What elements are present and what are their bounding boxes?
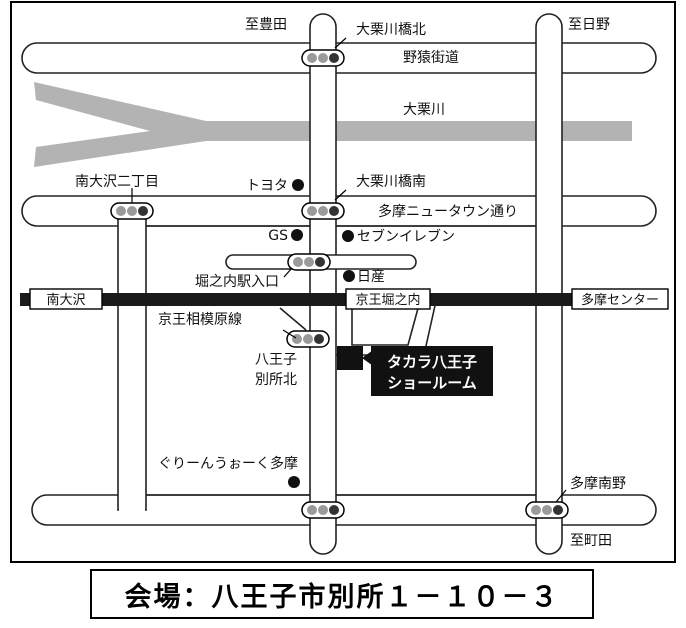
signal-icon (301, 49, 345, 67)
road-left-vertical (117, 209, 147, 511)
signal-icon (301, 202, 345, 220)
station-tama-center: 多摩センター (571, 288, 669, 310)
landmark-greenwalk-label: ぐりーんうぉーく多摩 (158, 455, 298, 472)
station-minami-osawa: 南大沢 (29, 288, 103, 310)
direction-toyoda-label: 至豊田 (245, 17, 287, 33)
intersection-ookurigawa-minami-label: 大栗川橋南 (356, 174, 426, 190)
nissan-marker-icon (343, 270, 355, 282)
road-main-vertical (309, 13, 337, 555)
venue-address-text: 会場：八王子市別所１－１０－３ (124, 581, 560, 613)
intersection-bessho-kita-label-1: 八王子 (255, 352, 297, 368)
direction-hino-label: 至日野 (568, 17, 610, 33)
railway-keio-sagamihara (20, 293, 666, 306)
landmark-toyota-label: トヨタ (246, 178, 288, 194)
signal-icon (286, 330, 330, 348)
station-minami-osawa-label: 南大沢 (46, 292, 85, 308)
direction-machida-label: 至町田 (570, 533, 612, 549)
destination-line2: ショールーム (387, 374, 477, 392)
landmark-dots (288, 179, 355, 488)
road-tama-newtown-label: 多摩ニュータウン通り (378, 203, 518, 220)
signals (110, 49, 569, 519)
destination-marker: タカラ八王子 ショールーム (337, 346, 493, 396)
station-tama-center-label: 多摩センター (581, 292, 659, 308)
road-network (21, 13, 657, 555)
signal-icon (525, 501, 569, 519)
intersection-minami-osawa-label: 南大沢二丁目 (75, 174, 159, 190)
intersection-tama-minamino-label: 多摩南野 (570, 475, 626, 492)
destination-line1: タカラ八王子 (387, 353, 477, 371)
seven-eleven-marker-icon (342, 230, 354, 242)
greenwalk-marker-icon (288, 476, 300, 488)
gs-marker-icon (291, 229, 303, 241)
block-outlines (146, 225, 536, 496)
road-diagonal-left (279, 307, 307, 331)
signal-icon (110, 202, 154, 220)
road-diagonal-station (351, 300, 421, 346)
intersection-horinouchi-label: 堀之内駅入口 (195, 274, 279, 290)
leader-lines (131, 37, 567, 503)
access-map: 南大沢 京王堀之内 多摩センター (10, 1, 676, 563)
signal-icon (301, 501, 345, 519)
station-horinouchi: 京王堀之内 (345, 288, 431, 310)
destination-building-icon (337, 346, 363, 370)
landmark-nissan-label: 日産 (357, 269, 385, 285)
intersection-bessho-kita-label-2: 別所北 (255, 372, 297, 388)
road-yaen-kaido-label: 野猿街道 (403, 50, 459, 66)
venue-address: 会場：八王子市別所１－１０－３ (90, 569, 594, 619)
river-ookurigawa-label: 大栗川 (403, 102, 445, 118)
toyota-marker-icon (292, 179, 304, 191)
landmark-seven-eleven-label: セブンイレブン (357, 228, 455, 245)
station-horinouchi-label: 京王堀之内 (355, 292, 420, 308)
road-right-vertical (535, 13, 563, 555)
landmark-gs-label: GS (268, 228, 288, 244)
intersection-ookurigawa-kita-label: 大栗川橋北 (356, 22, 426, 38)
railway-line-label: 京王相模原線 (158, 312, 242, 328)
signal-icon (287, 253, 331, 271)
